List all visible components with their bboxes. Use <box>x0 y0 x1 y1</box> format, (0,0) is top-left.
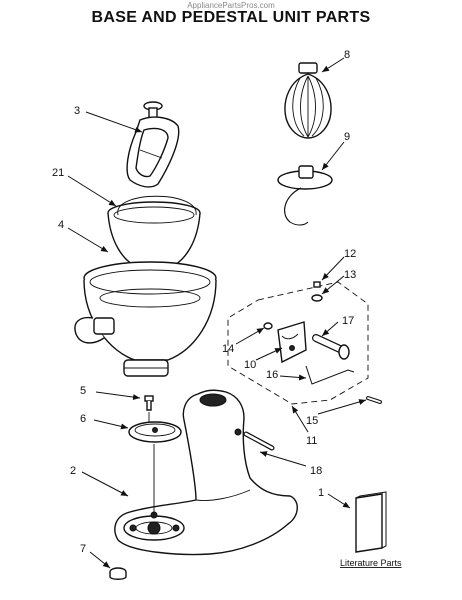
hinge-assembly-outline <box>227 281 369 405</box>
leader-7 <box>89 551 111 569</box>
leader-16 <box>279 374 307 381</box>
callout-6: 6 <box>80 413 86 425</box>
leader-12 <box>321 256 345 281</box>
callout-18: 18 <box>310 465 322 477</box>
leader-3 <box>85 111 143 133</box>
callout-1: 1 <box>318 487 324 499</box>
leader-4 <box>67 227 109 253</box>
clamp-plate-part <box>128 421 182 443</box>
callout-16: 16 <box>266 369 278 381</box>
flat-beater-part <box>126 101 180 188</box>
pedestal-base-part <box>114 389 298 556</box>
leader-15 <box>317 399 367 415</box>
callout-10: 10 <box>244 359 256 371</box>
callout-7: 7 <box>80 543 86 555</box>
dough-hook-part <box>277 165 333 226</box>
spring-part <box>305 365 355 385</box>
callout-13: 13 <box>344 269 356 281</box>
callout-15: 15 <box>306 415 318 427</box>
leader-9 <box>321 141 345 171</box>
leader-2 <box>81 471 129 497</box>
wire-whip-part <box>284 62 332 139</box>
hinge-pin-part <box>243 431 275 451</box>
hinge-bracket-part <box>263 321 307 364</box>
page-title: BASE AND PEDESTAL UNIT PARTS <box>91 9 371 26</box>
leader-17 <box>321 321 339 337</box>
screw-part-5 <box>144 395 154 411</box>
callout-21: 21 <box>52 167 64 179</box>
leader-8 <box>321 57 345 73</box>
liner-bowl-part <box>107 195 201 269</box>
callout-17: 17 <box>342 315 354 327</box>
callout-12: 12 <box>344 248 356 260</box>
leader-5 <box>95 391 141 401</box>
callout-9: 9 <box>344 131 350 143</box>
screw-part-15 <box>366 396 382 404</box>
callout-3: 3 <box>74 105 80 117</box>
leader-10 <box>255 347 283 361</box>
literature-parts-label: Literature Parts <box>340 558 402 568</box>
leader-13 <box>321 275 345 295</box>
leader-14 <box>235 327 265 345</box>
callout-11: 11 <box>306 435 317 447</box>
screw-washer-parts <box>311 281 323 302</box>
leader-6 <box>93 419 129 430</box>
callout-2: 2 <box>70 465 76 477</box>
callout-5: 5 <box>80 385 86 397</box>
callout-4: 4 <box>58 219 64 231</box>
callout-14: 14 <box>222 343 234 355</box>
leader-1 <box>327 493 351 509</box>
callout-8: 8 <box>344 49 350 61</box>
mixing-bowl-part <box>74 261 217 377</box>
watermark: AppliancePartsPros.com <box>187 1 275 10</box>
rubber-foot-part <box>109 567 127 580</box>
leader-18 <box>259 451 307 467</box>
leader-11 <box>291 405 309 433</box>
leader-21 <box>67 175 117 207</box>
literature-booklet-part <box>355 491 387 553</box>
lock-lever-part <box>312 334 350 360</box>
